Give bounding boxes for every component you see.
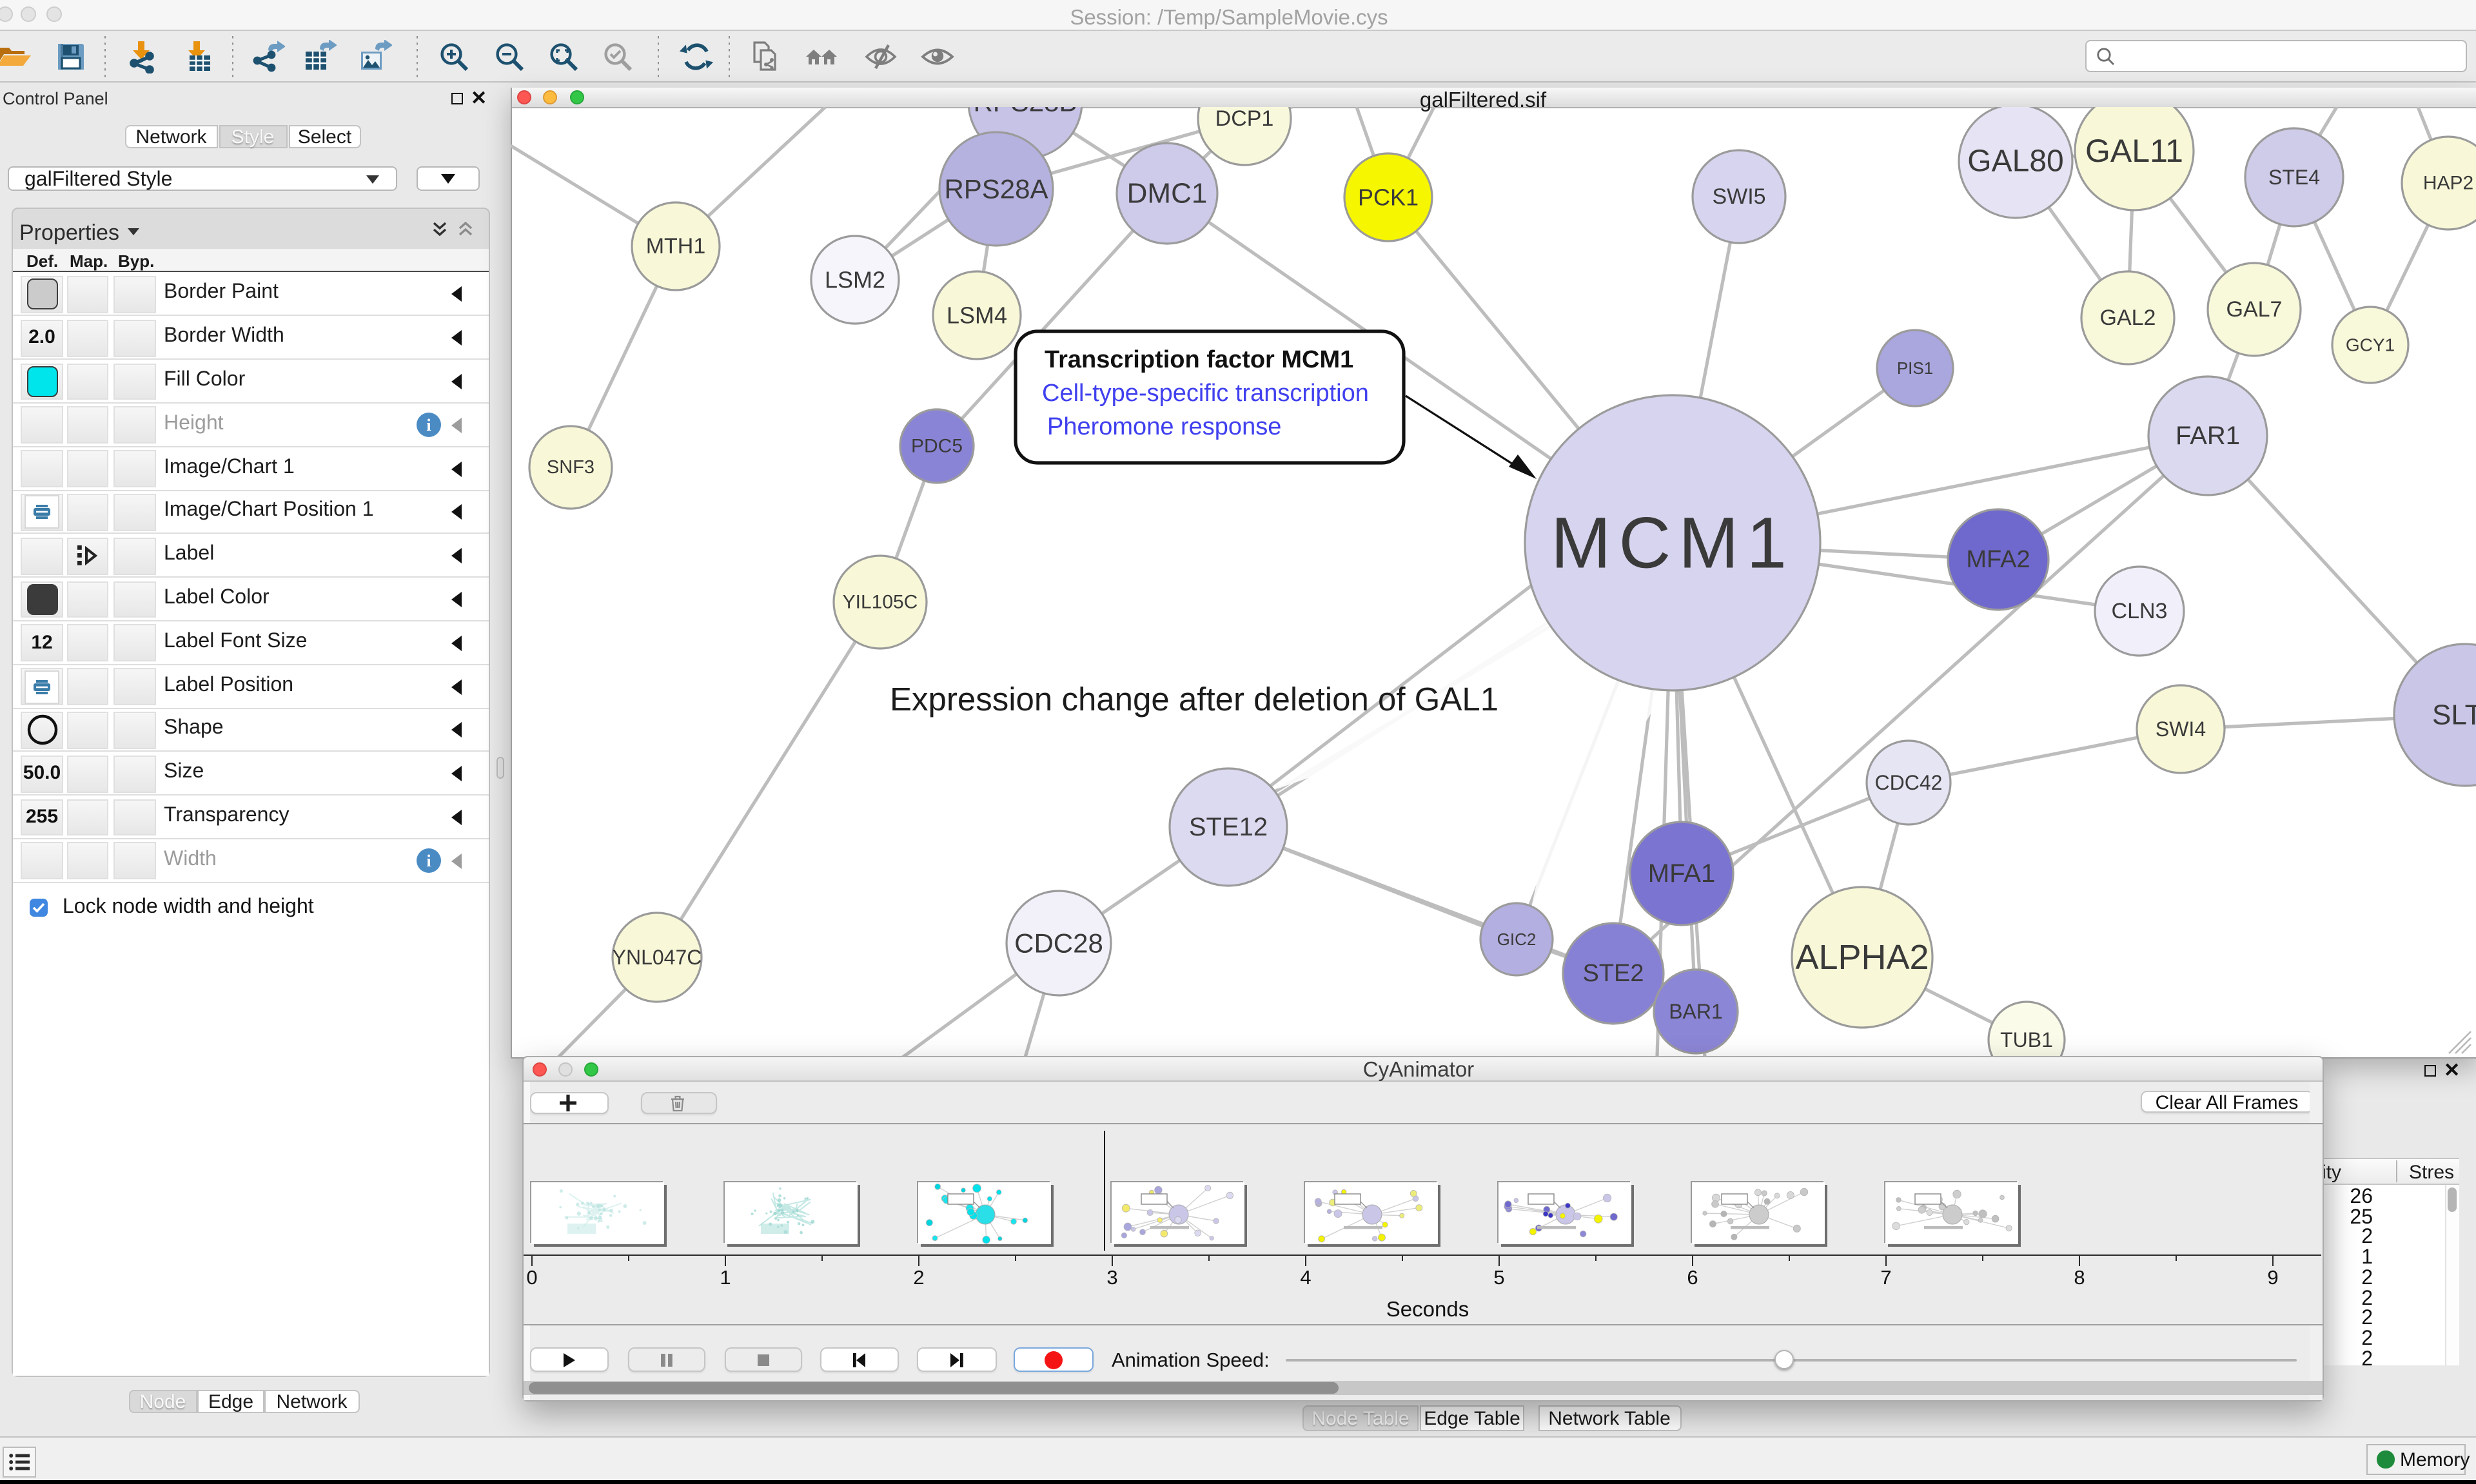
svg-text:RPS28A: RPS28A (944, 174, 1048, 204)
svg-text:LSM4: LSM4 (947, 302, 1007, 329)
svg-text:HAP2: HAP2 (2423, 173, 2473, 194)
svg-text:GAL80: GAL80 (1967, 144, 2063, 179)
svg-text:FAR1: FAR1 (2176, 422, 2240, 450)
svg-text:RPS28B: RPS28B (973, 107, 1077, 117)
svg-text:CDC42: CDC42 (1875, 771, 1943, 794)
svg-text:PIS1: PIS1 (1897, 358, 1933, 378)
svg-text:GAL2: GAL2 (2100, 306, 2156, 330)
svg-text:PDC5: PDC5 (911, 436, 963, 457)
svg-text:GCY1: GCY1 (2346, 335, 2395, 355)
svg-text:GAL7: GAL7 (2226, 297, 2283, 322)
svg-text:BAR1: BAR1 (1669, 1000, 1723, 1023)
svg-text:GAL11: GAL11 (2085, 133, 2183, 169)
svg-text:TUB1: TUB1 (2000, 1028, 2053, 1051)
svg-text:YNL047C: YNL047C (613, 946, 702, 969)
svg-text:GIC2: GIC2 (1497, 930, 1537, 949)
svg-text:MFA1: MFA1 (1648, 859, 1715, 888)
svg-text:SWI5: SWI5 (1712, 184, 1765, 209)
svg-text:DCP1: DCP1 (1215, 107, 1274, 131)
svg-text:Transcription factor MCM1: Transcription factor MCM1 (1045, 346, 1353, 373)
svg-text:Cell-type-specific transcripti: Cell-type-specific transcription (1042, 380, 1369, 407)
svg-text:SNF3: SNF3 (547, 457, 594, 478)
svg-text:STE2: STE2 (1582, 960, 1644, 987)
svg-text:MTH1: MTH1 (646, 234, 706, 259)
svg-text:PCK1: PCK1 (1358, 184, 1419, 211)
svg-text:YIL105C: YIL105C (843, 592, 918, 613)
svg-text:LSM2: LSM2 (825, 267, 885, 293)
svg-text:Expression change after deleti: Expression change after deletion of GAL1 (890, 681, 1498, 718)
svg-text:MFA2: MFA2 (1966, 546, 2030, 573)
svg-text:MCM1: MCM1 (1551, 503, 1794, 583)
svg-text:SWI4: SWI4 (2156, 718, 2206, 741)
svg-text:CDC28: CDC28 (1014, 928, 1103, 959)
svg-text:SLT2: SLT2 (2432, 699, 2476, 731)
svg-text:CLN3: CLN3 (2112, 599, 2168, 623)
svg-text:Pheromone response: Pheromone response (1047, 413, 1281, 440)
svg-text:STE4: STE4 (2268, 166, 2320, 189)
svg-text:ALPHA2: ALPHA2 (1795, 938, 1929, 977)
svg-text:STE12: STE12 (1189, 813, 1268, 841)
svg-text:DMC1: DMC1 (1127, 178, 1208, 210)
